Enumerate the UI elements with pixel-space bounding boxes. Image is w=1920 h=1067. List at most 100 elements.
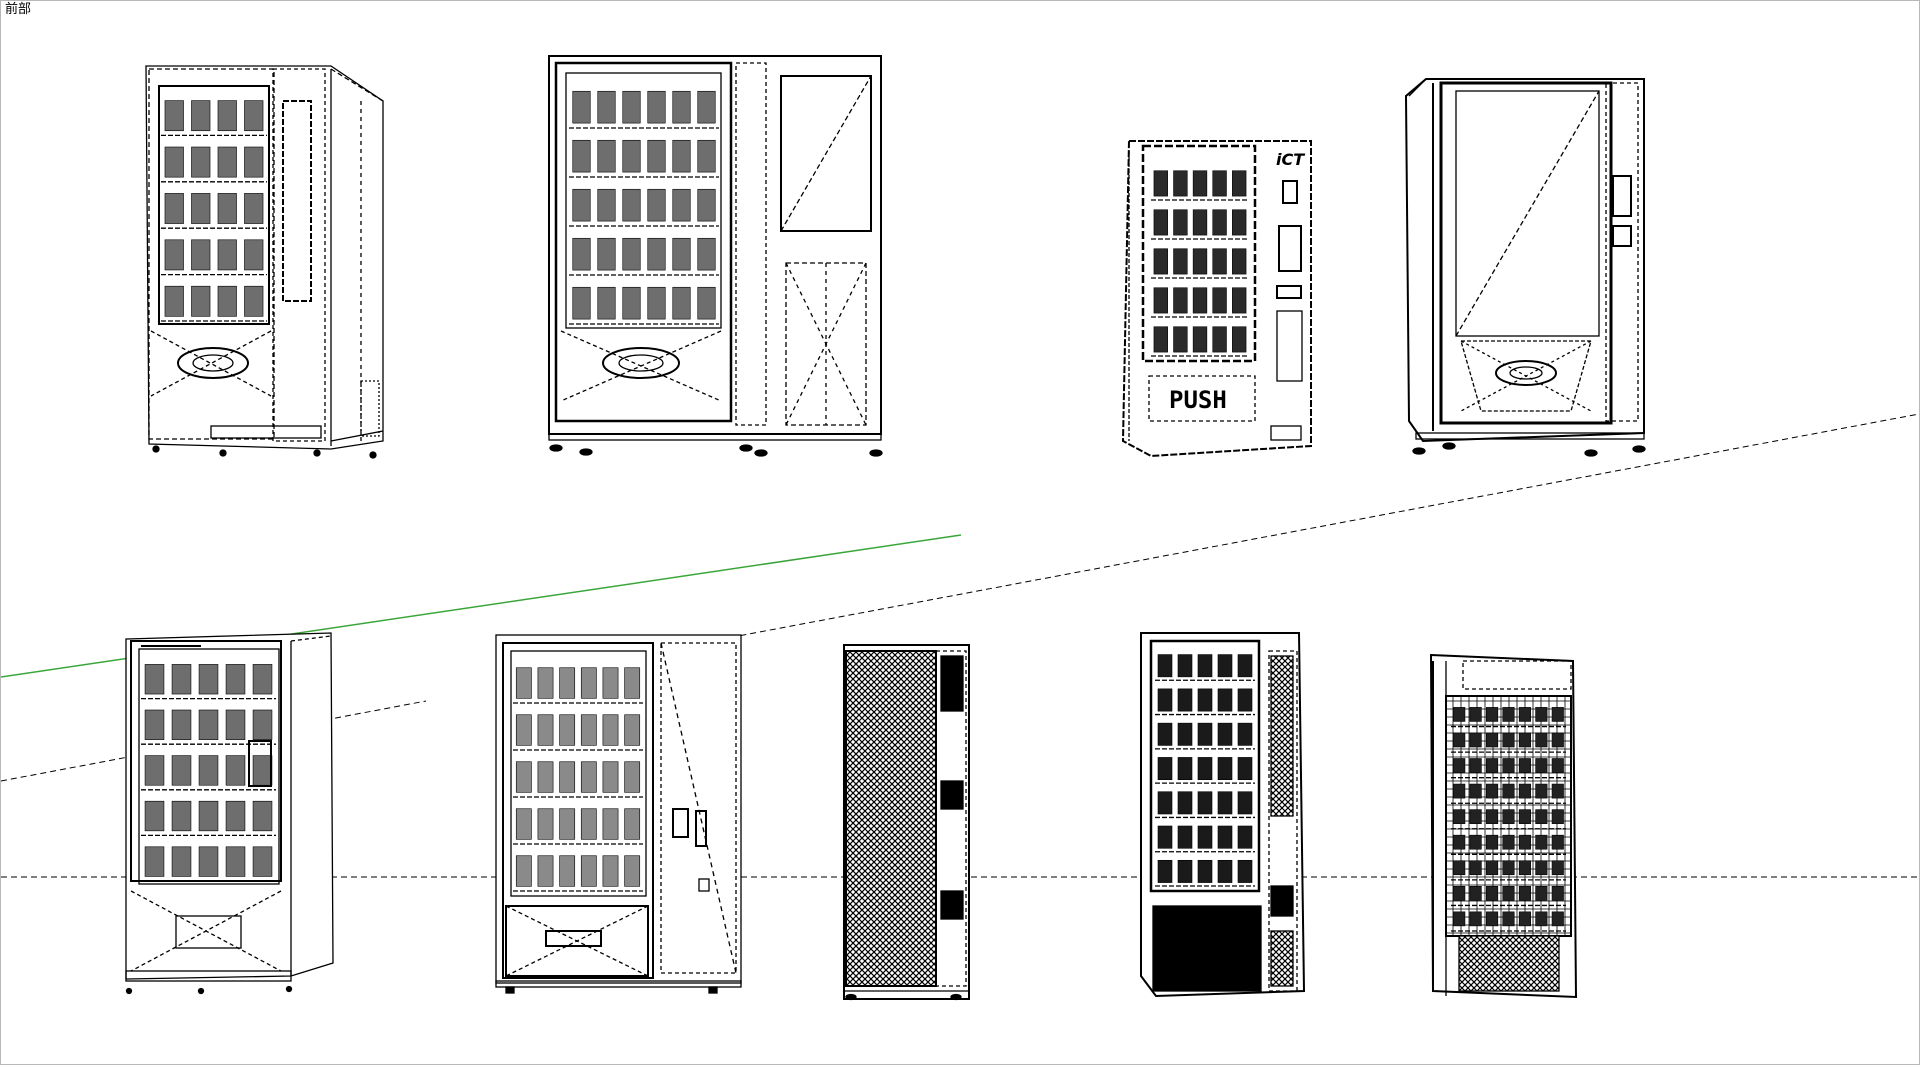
product-item <box>697 286 716 320</box>
machine-3-brand-text: iCT <box>1276 150 1305 169</box>
product-item <box>1469 860 1482 876</box>
product-item <box>1197 688 1213 712</box>
product-item <box>1212 209 1227 236</box>
vending-machine-5[interactable] <box>125 632 334 995</box>
product-item <box>144 846 165 877</box>
product-item <box>537 761 554 793</box>
product-item <box>198 755 219 786</box>
product-item <box>624 667 641 699</box>
product-item <box>602 808 619 840</box>
product-item <box>515 808 532 840</box>
product-item <box>252 709 273 740</box>
product-item <box>1217 825 1233 849</box>
vending-machine-3[interactable]: iCT PUSH <box>1121 140 1312 458</box>
product-item <box>1232 287 1247 314</box>
vending-machine-9[interactable] <box>1429 653 1578 999</box>
product-item <box>672 286 691 320</box>
product-item <box>672 139 691 173</box>
vending-machine-7[interactable] <box>843 644 970 1001</box>
product-item <box>217 239 237 271</box>
vending-machine-6[interactable] <box>495 634 742 994</box>
product-item <box>1177 688 1193 712</box>
product-item <box>1453 809 1466 824</box>
product-item <box>1518 911 1531 927</box>
product-item <box>572 90 591 124</box>
product-item <box>1237 722 1253 746</box>
product-item <box>647 90 666 124</box>
product-item <box>252 755 273 786</box>
product-item <box>1469 758 1482 773</box>
product-item <box>1486 707 1499 722</box>
product-item <box>1177 825 1193 849</box>
product-item <box>1157 722 1173 746</box>
product-item <box>602 714 619 746</box>
product-item <box>1173 170 1188 197</box>
scene-tab-label[interactable]: 前部 <box>5 2 32 17</box>
product-item <box>191 100 211 132</box>
product-item <box>697 188 716 222</box>
product-item <box>537 808 554 840</box>
machine-2-shelves <box>569 90 719 325</box>
product-item <box>164 239 184 271</box>
product-item <box>559 667 576 699</box>
product-item <box>1502 758 1515 773</box>
product-item <box>1551 707 1564 722</box>
product-item <box>1217 757 1233 781</box>
vending-machine-2[interactable] <box>548 55 883 457</box>
product-item <box>1469 834 1482 850</box>
product-item <box>559 761 576 793</box>
product-item <box>1486 758 1499 773</box>
product-item <box>1157 791 1173 815</box>
product-item <box>624 761 641 793</box>
product-item <box>1518 860 1531 876</box>
product-item <box>1518 834 1531 850</box>
product-item <box>1535 758 1548 773</box>
product-item <box>647 237 666 271</box>
vending-machine-4[interactable] <box>1404 78 1646 457</box>
product-item <box>1486 783 1499 799</box>
product-item <box>580 855 597 887</box>
product-item <box>515 855 532 887</box>
product-item <box>1551 783 1564 799</box>
product-item <box>1197 859 1213 883</box>
product-item <box>1535 732 1548 748</box>
product-item <box>1535 911 1548 927</box>
vending-machine-1[interactable] <box>145 65 384 459</box>
product-item <box>1535 783 1548 799</box>
product-item <box>1157 757 1173 781</box>
product-item <box>1469 783 1482 799</box>
product-item <box>537 714 554 746</box>
product-item <box>198 846 219 877</box>
product-item <box>672 188 691 222</box>
product-item <box>164 285 184 317</box>
product-item <box>624 808 641 840</box>
product-item <box>515 761 532 793</box>
product-item <box>244 100 264 132</box>
product-item <box>1197 791 1213 815</box>
product-item <box>252 846 273 877</box>
product-item <box>1237 859 1253 883</box>
product-item <box>537 855 554 887</box>
product-item <box>244 285 264 317</box>
product-item <box>1551 732 1564 748</box>
product-item <box>1502 885 1515 901</box>
product-item <box>1192 170 1208 197</box>
product-item <box>1177 757 1193 781</box>
product-item <box>1453 860 1466 876</box>
product-item <box>1153 326 1168 353</box>
product-item <box>171 709 192 740</box>
product-item <box>572 237 591 271</box>
product-item <box>171 846 192 877</box>
product-item <box>191 239 211 271</box>
product-item <box>1177 722 1193 746</box>
product-item <box>1153 209 1168 236</box>
vending-machine-8[interactable] <box>1140 632 1306 998</box>
product-item <box>647 286 666 320</box>
product-item <box>1551 860 1564 876</box>
product-item <box>624 714 641 746</box>
product-item <box>1551 758 1564 773</box>
product-item <box>602 761 619 793</box>
product-item <box>217 193 237 224</box>
